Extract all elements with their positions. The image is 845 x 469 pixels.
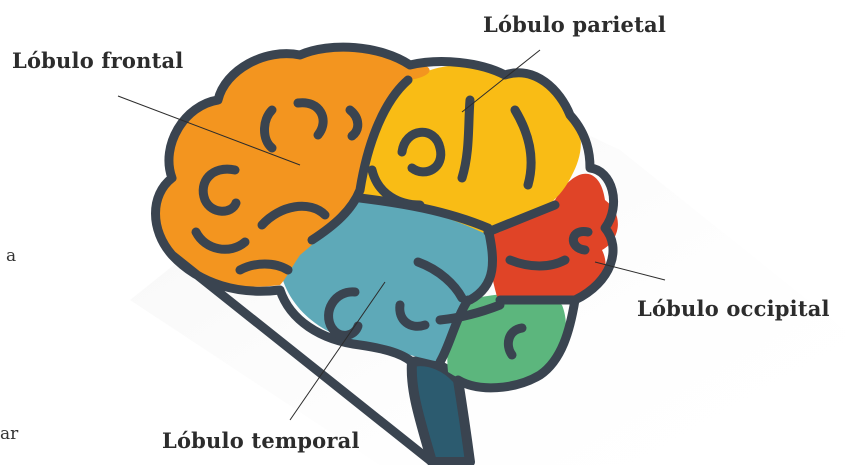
cropped-text-fragment-2: ar xyxy=(0,424,18,444)
label-parietal-lobe: Lóbulo parietal xyxy=(483,12,666,37)
label-temporal-lobe: Lóbulo temporal xyxy=(162,428,360,453)
cropped-text-fragment-1: a xyxy=(6,246,16,266)
label-frontal-lobe: Lóbulo frontal xyxy=(12,48,183,73)
label-occipital-lobe: Lóbulo occipital xyxy=(637,296,830,321)
